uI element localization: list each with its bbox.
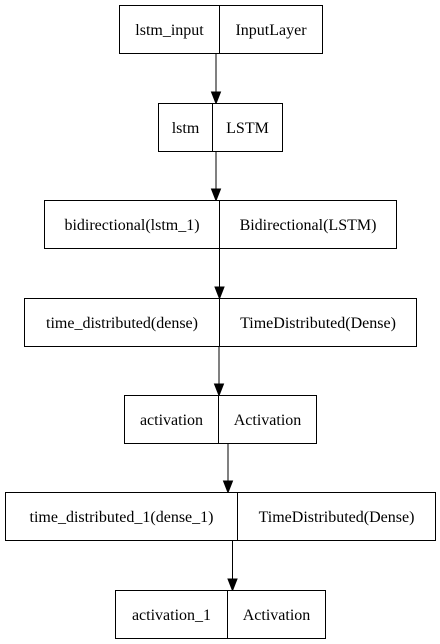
layer-type-label: Activation (243, 607, 311, 624)
edge-arrow (222, 444, 234, 494)
layer-type-label: TimeDistributed(Dense) (259, 509, 415, 526)
layer-node-lstm: lstm LSTM (158, 103, 283, 152)
arrowhead-icon (227, 578, 238, 592)
nodes: lstm_input InputLayer lstm LSTM bidirectiona… (5, 5, 436, 639)
layer-name-label: activation (140, 412, 203, 429)
layer-node-box (24, 298, 417, 347)
layer-type-label: Activation (234, 412, 302, 429)
edge-arrow (213, 347, 225, 397)
arrowhead-icon (214, 286, 225, 300)
edge-arrow (214, 249, 225, 300)
layer-name-label: activation_1 (132, 607, 211, 624)
layer-node-box (115, 590, 326, 639)
layer-node-time-distributed: time_distributed(dense) TimeDistributed(D… (24, 298, 417, 347)
layer-node-time-distributed-1: time_distributed_1(dense_1) TimeDistribut… (5, 492, 436, 541)
arrowhead-icon (210, 188, 222, 202)
layer-node-lstm-input: lstm_input InputLayer (119, 5, 323, 54)
layer-type-label: LSTM (226, 120, 269, 137)
layer-type-label: TimeDistributed(Dense) (240, 315, 396, 332)
layer-node-activation: activation Activation (124, 395, 317, 444)
edge-arrow (210, 152, 222, 202)
layer-name-label: bidirectional(lstm_1) (64, 217, 199, 234)
arrowhead-icon (210, 91, 222, 105)
layer-name-label: time_distributed_1(dense_1) (30, 509, 214, 526)
layer-node-box (158, 103, 283, 152)
layer-node-activation-1: activation_1 Activation (115, 590, 326, 639)
layer-name-label: time_distributed(dense) (46, 315, 198, 332)
edge-arrow (227, 541, 238, 592)
edges (210, 54, 238, 592)
layer-type-label: Bidirectional(LSTM) (240, 217, 377, 234)
layer-node-box (44, 200, 397, 249)
edge-arrow (210, 54, 222, 105)
layer-name-label: lstm (172, 120, 200, 137)
arrowhead-icon (213, 383, 225, 397)
layer-node-box (5, 492, 436, 541)
layer-name-label: lstm_input (135, 22, 204, 39)
layer-node-box (119, 5, 323, 54)
layer-node-bidirectional: bidirectional(lstm_1) Bidirectional(LSTM) (44, 200, 397, 249)
arrowhead-icon (222, 480, 234, 494)
layer-node-box (124, 395, 317, 444)
layer-type-label: InputLayer (235, 22, 307, 39)
